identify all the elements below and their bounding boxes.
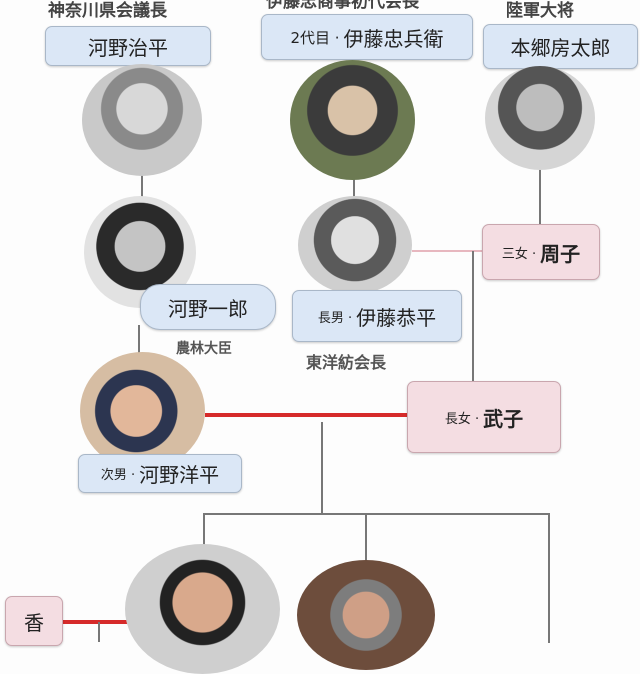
name-box-shuko: 三女 ·周子 [482, 224, 600, 280]
name-box-kaori: 香 [5, 596, 63, 646]
prefix: 長男 · [317, 310, 353, 326]
name: 武子 [483, 406, 524, 431]
line-hongo-shuko [539, 168, 541, 224]
photo-ito-kyohei [298, 196, 412, 294]
marriage-line-yohei-takeko [205, 413, 408, 417]
title-kono-ichiro: 農林大臣 [176, 341, 232, 357]
name: 香 [24, 610, 44, 635]
photo-kono-yohei [80, 352, 205, 470]
title-hongo: 陸軍大将 [506, 1, 574, 21]
photo-kono-jihei [82, 64, 202, 176]
title-ito-kyohei: 東洋紡会長 [306, 353, 387, 372]
name: 周子 [540, 241, 581, 266]
line-child2 [365, 513, 367, 563]
line-kaori-down [98, 622, 100, 642]
name-box-kono-yohei: 次男 ·河野洋平 [78, 454, 242, 493]
title-kono-jihei: 神奈川県会議長 [48, 1, 167, 21]
name-box-kono-ichiro: 河野一郎 [140, 284, 276, 330]
prefix: 次男 · [100, 468, 136, 483]
line-marriage-kyohei-shuko [412, 250, 482, 252]
marriage-line-kaori [48, 620, 128, 624]
photo-child-2 [297, 560, 435, 670]
prefix: 三女 · [501, 246, 537, 262]
name-box-takeko: 長女 ·武子 [407, 381, 561, 453]
name-box-hongo: 本郷房太郎 [483, 24, 638, 69]
name: 河野治平 [88, 35, 168, 60]
photo-hongo [485, 66, 595, 170]
photo-ito-chubei [290, 60, 415, 180]
line-child3 [548, 513, 550, 643]
line-jihei-ichiro [141, 170, 143, 200]
line-ichiro-yohei [138, 325, 140, 355]
name: 河野洋平 [139, 463, 220, 487]
name-box-ito-chubei: 2代目 ·伊藤忠兵衛 [261, 14, 473, 60]
line-chubei-kyohei [353, 178, 355, 200]
line-couple-takeko [472, 251, 474, 383]
name: 河野一郎 [168, 296, 248, 321]
name-box-kono-jihei: 河野治平 [45, 26, 211, 66]
photo-child-1 [125, 544, 280, 674]
line-children-horizontal [203, 513, 550, 515]
name: 伊藤恭平 [356, 305, 437, 330]
name: 伊藤忠兵衛 [343, 26, 444, 51]
name-box-ito-kyohei: 長男 ·伊藤恭平 [292, 290, 462, 342]
name: 本郷房太郎 [510, 36, 611, 60]
line-child1 [203, 513, 205, 553]
prefix: 2代目 · [290, 28, 340, 47]
prefix: 長女 · [444, 411, 480, 427]
line-couple-children [321, 422, 323, 514]
title-ito-chubei: 伊藤忠商事初代会長 [266, 0, 419, 12]
